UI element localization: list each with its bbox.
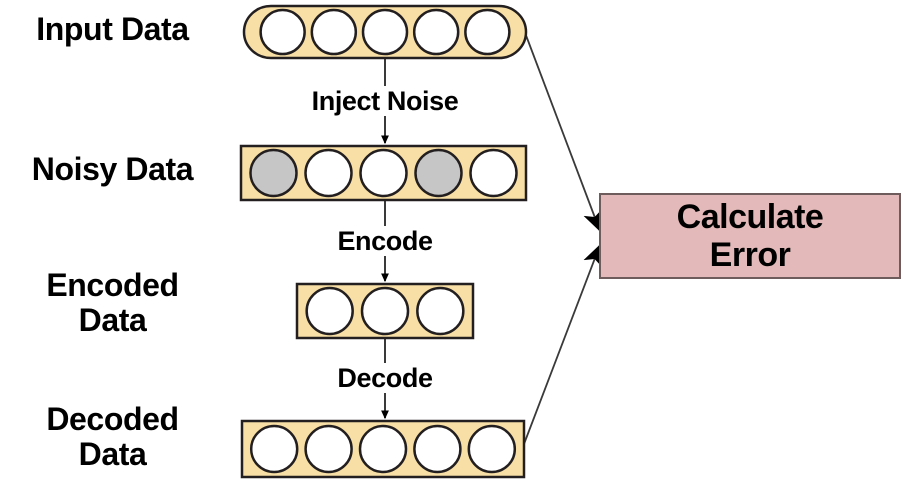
edge-label-inject-noise: Inject Noise bbox=[0, 86, 770, 117]
node-cell-noisy bbox=[249, 148, 298, 198]
node-cell-clean bbox=[464, 8, 511, 56]
node-cell-clean bbox=[413, 424, 462, 474]
node-cell-clean bbox=[249, 424, 299, 474]
node-cell-clean bbox=[359, 148, 408, 198]
row-label-decoded-data: Decoded Data bbox=[46, 401, 179, 472]
node-cell-clean bbox=[305, 286, 354, 336]
node-cell-clean bbox=[467, 424, 517, 474]
noisy-data-node bbox=[239, 144, 528, 202]
decoded-data-node bbox=[240, 419, 526, 479]
calculate-error-rect[interactable] bbox=[599, 193, 901, 279]
node-cell-noisy bbox=[414, 148, 463, 198]
result-box-shape bbox=[599, 193, 901, 279]
node-cell-clean bbox=[304, 148, 353, 198]
row-label-noisy-data: Noisy Data bbox=[31, 151, 194, 187]
edge-input-to-error bbox=[523, 29, 603, 232]
node-cell-clean bbox=[361, 8, 409, 56]
input-data-node bbox=[242, 4, 528, 60]
calculate-error-label: Calculate Error bbox=[676, 197, 824, 274]
encoded-data-node bbox=[295, 282, 475, 340]
node-cell-clean bbox=[310, 8, 358, 56]
row-label-encoded-data: Encoded Data bbox=[46, 267, 179, 338]
node-cell-clean bbox=[358, 424, 408, 474]
node-cell-clean bbox=[259, 8, 306, 56]
node-cell-clean bbox=[469, 148, 518, 198]
edge-label-decode: Decode bbox=[0, 363, 770, 394]
row-label-input-data: Input Data bbox=[36, 11, 189, 47]
node-cell-clean bbox=[416, 286, 465, 336]
node-cell-clean bbox=[412, 8, 460, 56]
node-cell-clean bbox=[360, 286, 410, 336]
edge-decoded-to-error bbox=[523, 244, 603, 445]
error-edge-layer bbox=[523, 29, 603, 445]
node-layer bbox=[239, 4, 528, 479]
node-cell-clean bbox=[304, 424, 353, 474]
edge-label-encode: Encode bbox=[0, 226, 770, 257]
